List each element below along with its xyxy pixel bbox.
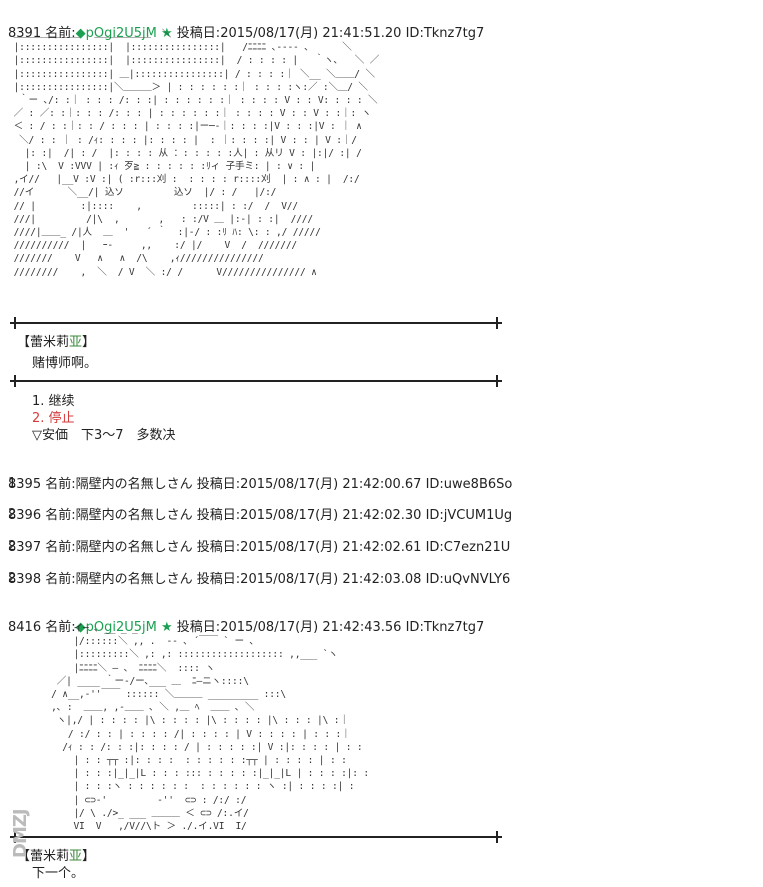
site-watermark-logo: DMZJ [10,809,31,858]
divider-tick-right [496,317,498,329]
poster-trip[interactable]: ◆pOgi2U5jM ★ [75,26,173,41]
poster-name: 隔壁内の名無しさん [75,477,193,492]
vote-note: ▽安価 下3～7 多数决 [32,428,176,443]
post-header: 8396 名前:隔壁内の名無しさん 投稿日:2015/08/17(月) 21:4… [8,492,512,524]
post-date: 2015/08/17(月) 21:42:43.56 [220,620,402,635]
post-number: 8397 [8,540,42,555]
divider-tick-left [14,317,16,329]
divider-tick-right [496,375,498,387]
dialogue-line: 赌博师啊。 [32,356,98,371]
divider-bottom [10,380,502,382]
divider-tick-left [14,831,16,843]
post-date: 2015/08/17(月) 21:42:03.08 [240,572,422,587]
name-label: 名前: [45,508,76,523]
post-number: 8398 [8,572,42,587]
poster-trip[interactable]: ◆pOgi2U5jM ★ [75,620,173,635]
divider-tick-right [496,831,498,843]
post-id[interactable]: ID:uQvNVLY6 [425,572,511,587]
ascii-art-remilia-1: ＿＿＿＿＿＿＿ ＿＿＿＿＿＿ ＼ |::::::::::::::::| |:::… [13,29,380,278]
date-label: 投稿日: [176,620,221,635]
speaker-name: 【蕾米莉亚】 [17,335,96,350]
post-body: 2 [8,539,17,554]
post-body: 2 [8,571,17,586]
name-label: 名前: [45,572,76,587]
date-label: 投稿日: [196,540,241,555]
name-label: 名前: [45,477,76,492]
dialogue-line: 下一个。 [32,866,85,881]
choice-continue: 1. 继续 [32,394,75,409]
post-header: 8398 名前:隔壁内の名無しさん 投稿日:2015/08/17(月) 21:4… [8,556,510,588]
date-label: 投稿日: [196,477,241,492]
post-header: 8416 名前:◆pOgi2U5jM ★ 投稿日:2015/08/17(月) 2… [8,604,484,636]
post-header: 8397 名前:隔壁内の名無しさん 投稿日:2015/08/17(月) 21:4… [8,524,510,556]
name-label: 名前: [45,620,76,635]
divider-tick-left [14,375,16,387]
post-number: 8391 [8,26,42,41]
name-label: 名前: [45,26,76,41]
post-date: 2015/08/17(月) 21:42:02.61 [240,540,422,555]
post-body: 2 [8,507,17,522]
post-id[interactable]: ID:C7ezn21U [425,540,511,555]
speaker-name-char: 亚 [69,849,83,864]
post-date: 2015/08/17(月) 21:42:00.67 [240,477,422,492]
divider-top [10,836,502,838]
poster-name: 隔壁内の名無しさん [75,508,193,523]
post-id[interactable]: ID:Tknz7tg7 [405,26,485,41]
post-number: 8416 [8,620,42,635]
post-body: 1 [8,476,17,491]
poster-name: 隔壁内の名無しさん [75,572,193,587]
date-label: 投稿日: [176,26,221,41]
speaker-name: 【蕾米莉亚】 [17,849,96,864]
post-header: 8391 名前:◆pOgi2U5jM ★ 投稿日:2015/08/17(月) 2… [8,10,484,42]
post-id[interactable]: ID:Tknz7tg7 [405,620,485,635]
ascii-art-remilia-2: イ─ ､ __ _ _ |/::::::＼ ,, . -‐ ､ ´￣￣ ` ー … [51,623,369,833]
post-number: 8395 [8,477,42,492]
speaker-name-char: 亚 [69,335,83,350]
post-date: 2015/08/17(月) 21:41:51.20 [220,26,402,41]
post-date: 2015/08/17(月) 21:42:02.30 [240,508,422,523]
date-label: 投稿日: [196,508,241,523]
name-label: 名前: [45,540,76,555]
date-label: 投稿日: [196,572,241,587]
post-id[interactable]: ID:uwe8B6So [425,477,513,492]
post-number: 8396 [8,508,42,523]
poster-name: 隔壁内の名無しさん [75,540,193,555]
post-header: 8395 名前:隔壁内の名無しさん 投稿日:2015/08/17(月) 21:4… [8,461,512,493]
choice-stop: 2. 停止 [32,411,75,426]
post-id[interactable]: ID:jVCUM1Ug [425,508,513,523]
divider-top [10,322,502,324]
